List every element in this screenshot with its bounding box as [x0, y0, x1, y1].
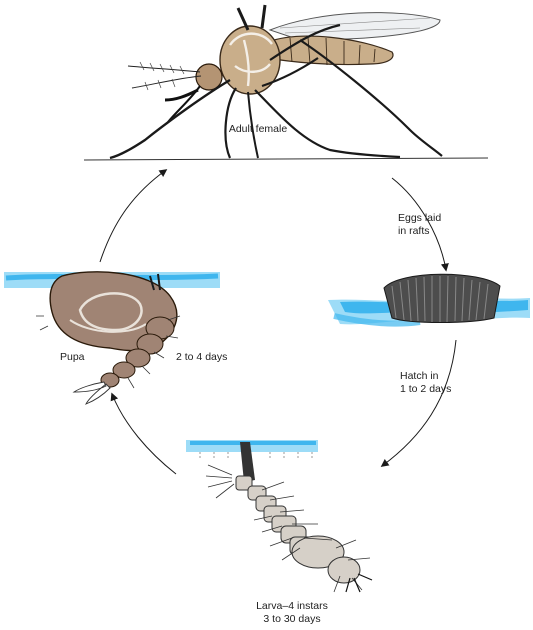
pupa-label: Pupa: [60, 351, 85, 363]
arrow-adult-to-eggs: [392, 178, 446, 270]
antenna-hairs: [140, 62, 184, 90]
eggs-label-line2: in rafts: [398, 225, 430, 237]
pupa-illustration: [4, 272, 220, 404]
arrow-larva-to-pupa: [112, 394, 176, 474]
antenna: [128, 66, 201, 88]
larva-illustration: [186, 440, 372, 592]
larva-label: Larva–4 instars 3 to 30 days: [256, 600, 328, 625]
arrow-pupa-to-adult: [100, 170, 166, 262]
larva-label-line1: Larva–4 instars: [256, 600, 328, 612]
larva-body: [236, 476, 360, 583]
eggs-label-line1: Eggs laid: [398, 212, 441, 224]
arrow-eggs-to-larva: [382, 340, 456, 466]
adult-mosquito-illustration: [84, 5, 488, 160]
pupa-paddles: [74, 382, 110, 404]
hatch-label-line1: Hatch in: [400, 370, 439, 382]
larva-label-line2: 3 to 30 days: [263, 613, 320, 625]
egg-raft-illustration: [328, 274, 530, 324]
ground-line: [84, 158, 488, 160]
larva-tail-hairs: [206, 465, 234, 498]
pupa-time-label: 2 to 4 days: [176, 351, 227, 363]
adult-label: Adult female: [229, 123, 288, 135]
water-ticks-larva: [200, 452, 312, 460]
hatch-label-line2: 1 to 2 days: [400, 383, 451, 395]
